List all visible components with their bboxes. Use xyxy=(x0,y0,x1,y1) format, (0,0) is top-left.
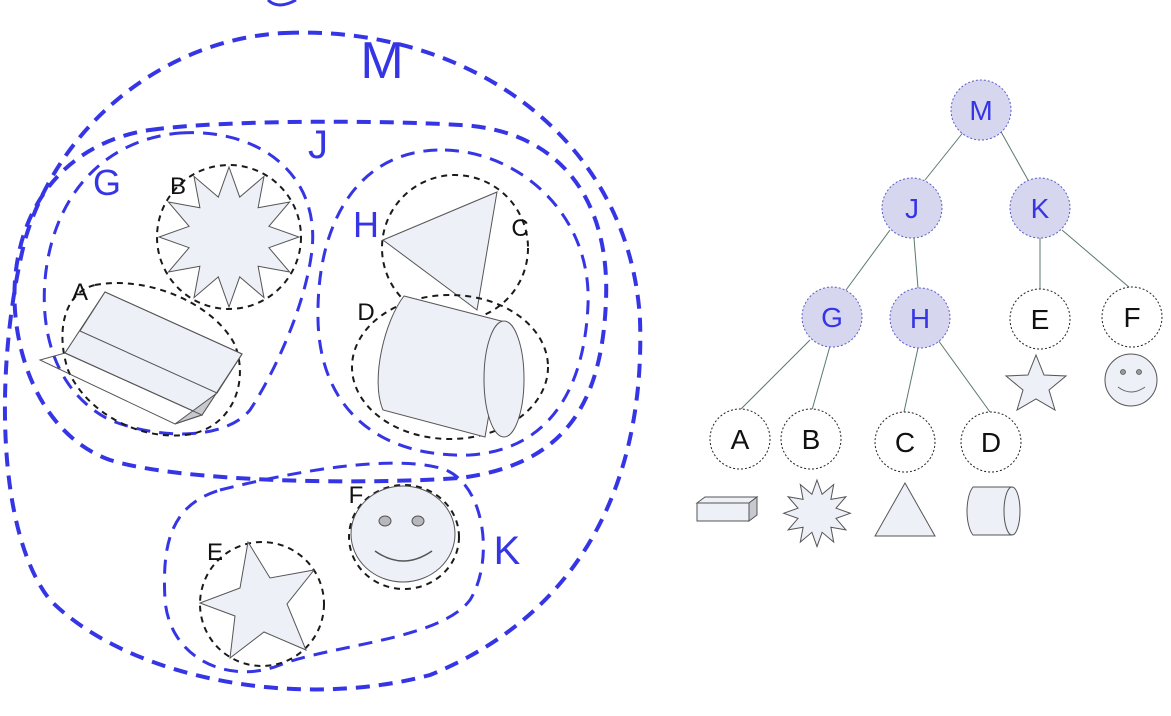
item-b-outline xyxy=(156,164,302,310)
tree-node-k-label: K xyxy=(1031,193,1050,224)
item-f: F xyxy=(348,482,460,590)
cylinder-icon xyxy=(377,295,525,438)
edge-g-a xyxy=(739,339,811,411)
tree-node-c-label: C xyxy=(895,427,915,458)
set-g-label: G xyxy=(93,162,121,203)
item-a: A xyxy=(38,279,243,437)
tree-node-b: B xyxy=(780,408,842,470)
triangle-icon xyxy=(381,191,498,311)
item-e: E xyxy=(198,539,325,667)
tree-smiley-icon xyxy=(1104,353,1158,407)
set-h-outline xyxy=(316,148,590,457)
tree-node-e-label: E xyxy=(1031,304,1050,335)
euler-diagram: M J G H K B A xyxy=(3,0,643,692)
tree-triangle-icon xyxy=(874,481,936,537)
tree-node-f: F xyxy=(1101,286,1163,348)
set-j-outline xyxy=(12,119,609,484)
tree-node-e: E xyxy=(1009,288,1071,350)
item-d-outline xyxy=(351,294,549,440)
item-a-outline xyxy=(61,282,241,437)
edge-g-b xyxy=(811,345,831,411)
tree-node-h: H xyxy=(889,287,951,349)
tree-node-m: M xyxy=(950,79,1012,141)
set-h-label: H xyxy=(353,204,379,245)
star-icon xyxy=(198,540,316,660)
set-k-outline xyxy=(163,461,485,674)
tree-node-g: G xyxy=(801,286,863,348)
tree-diagram: M J K G H E F A xyxy=(695,79,1163,549)
set-m-label: M xyxy=(360,32,403,90)
edge-m-k xyxy=(999,129,1029,181)
tree-cylinder-icon xyxy=(966,486,1021,536)
edge-h-c xyxy=(903,347,919,413)
tree-node-b-label: B xyxy=(802,424,821,455)
tree-star-icon xyxy=(1004,353,1068,412)
item-f-outline xyxy=(348,484,460,590)
tree-node-k: K xyxy=(1009,177,1071,239)
tree-box-icon xyxy=(695,496,759,522)
edge-h-d xyxy=(937,339,991,413)
edge-j-g xyxy=(845,229,891,291)
edge-m-j xyxy=(924,129,966,181)
item-b: B xyxy=(156,164,302,310)
tree-node-d-label: D xyxy=(981,427,1001,458)
tree-node-c: C xyxy=(874,411,936,473)
smiley-icon xyxy=(350,485,456,583)
tree-node-d: D xyxy=(960,411,1022,473)
tree-node-j: J xyxy=(881,177,943,239)
tree-node-f-label: F xyxy=(1123,302,1140,333)
edge-j-h xyxy=(913,237,919,289)
starburst-icon xyxy=(157,165,301,309)
item-e-outline xyxy=(199,541,325,667)
tree-node-a-label: A xyxy=(731,424,750,455)
tree-starburst-icon xyxy=(782,478,852,549)
set-j-label: J xyxy=(308,123,328,167)
item-f-label: F xyxy=(349,482,364,509)
tree-node-m-label: M xyxy=(969,95,992,126)
item-a-label: A xyxy=(72,279,88,306)
item-b-label: B xyxy=(170,173,186,200)
clipped-glyph xyxy=(266,0,297,7)
tree-node-g-label: G xyxy=(821,302,843,333)
set-m-outline xyxy=(3,30,643,692)
set-k-label: K xyxy=(494,529,521,573)
box-icon xyxy=(38,291,243,425)
item-c-label: C xyxy=(511,215,528,242)
item-d: D xyxy=(351,294,549,440)
tree-node-a: A xyxy=(709,408,771,470)
item-d-label: D xyxy=(357,299,374,326)
tree-node-j-label: J xyxy=(905,193,919,224)
item-e-label: E xyxy=(207,539,223,566)
tree-node-h-label: H xyxy=(910,303,930,334)
edge-k-f xyxy=(1061,229,1131,289)
